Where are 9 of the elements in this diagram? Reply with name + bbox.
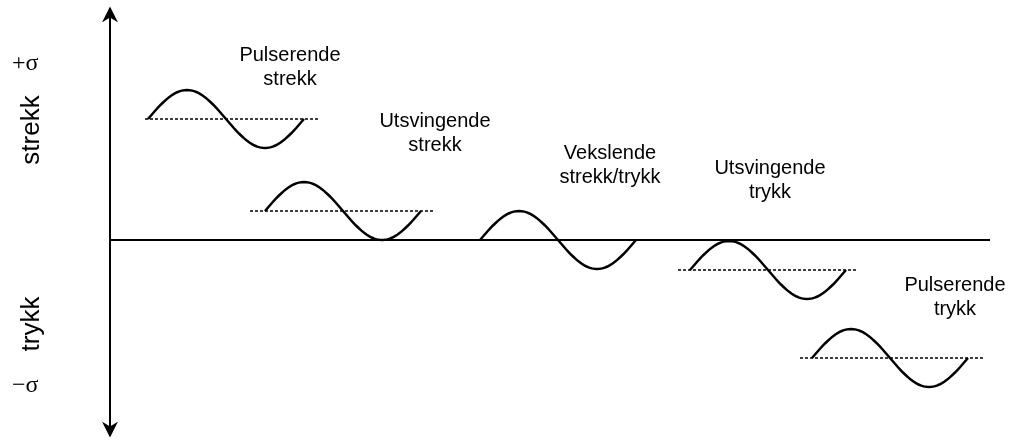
wave-caption: Pulserende trykk (903, 272, 1007, 320)
wave-caption: Pulserende strekk (238, 42, 342, 90)
tick-label: +σ (12, 50, 39, 74)
tick-label: −σ (12, 372, 39, 396)
axis-label: trykk (18, 295, 42, 354)
axis-label: strekk (18, 94, 42, 167)
wave-caption: Utsvingende strekk (378, 108, 492, 156)
wave-caption: Utsvingende trykk (713, 155, 827, 203)
wave-caption: Vekslende strekk/trykk (558, 140, 662, 188)
